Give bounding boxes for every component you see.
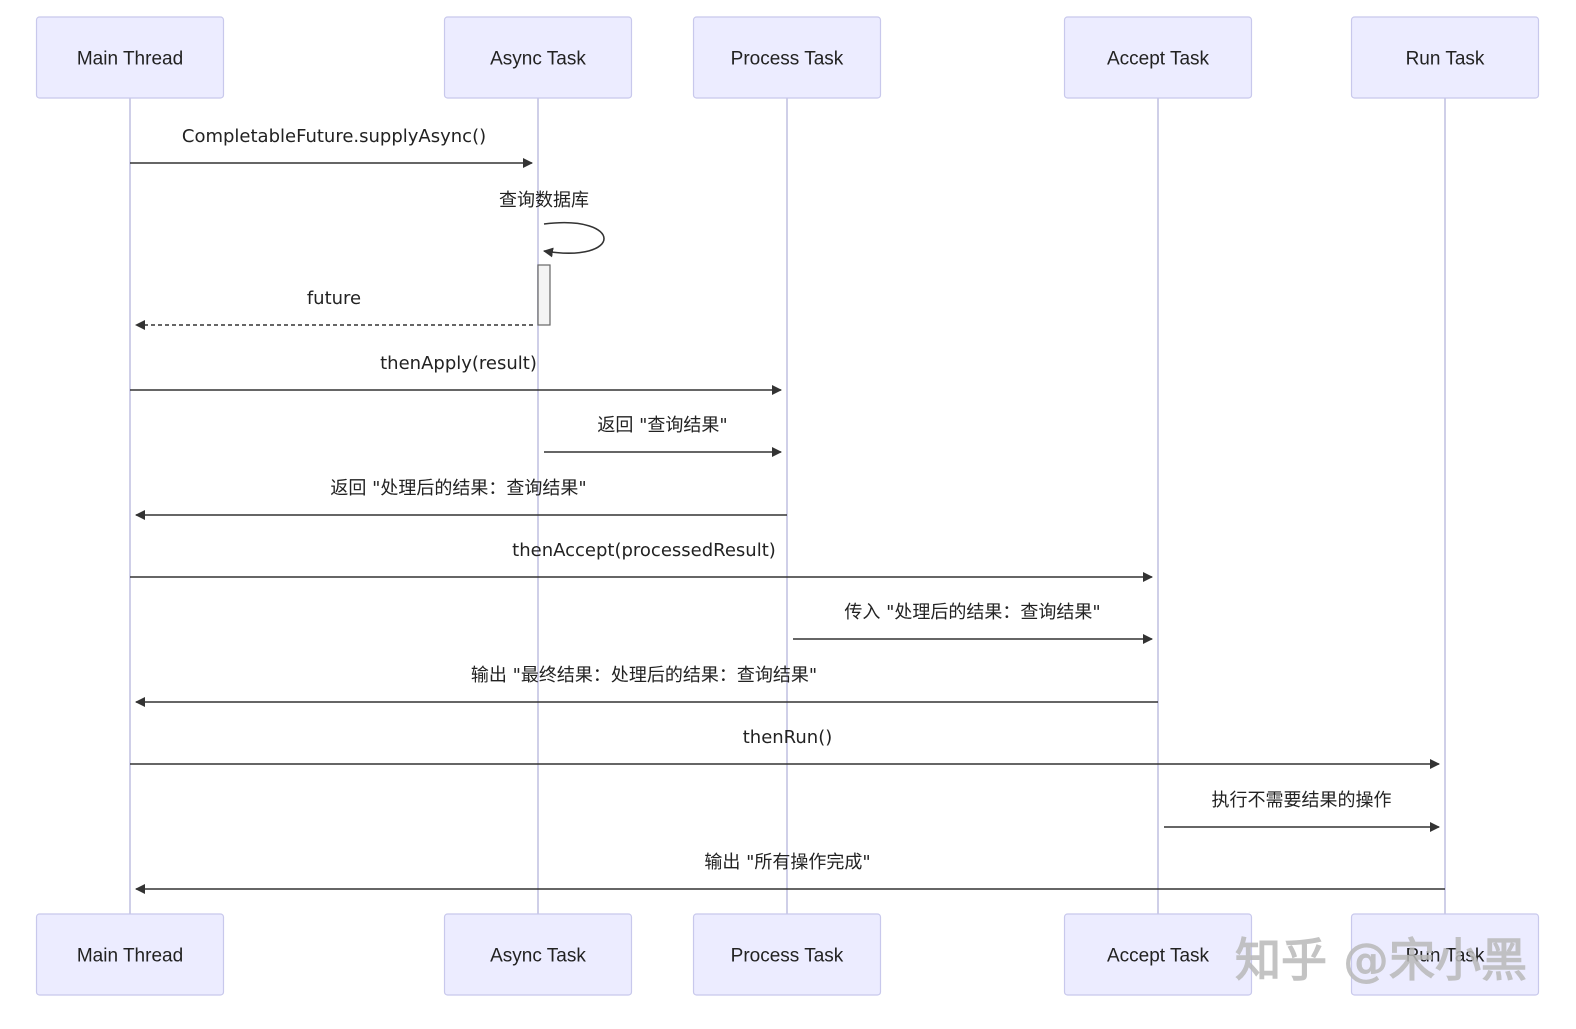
actor-run-bottom: Run Task <box>1350 913 1540 996</box>
message-11: 执行不需要结果的操作 <box>1164 790 1440 832</box>
message-8: 传入 "处理后的结果：查询结果" <box>793 602 1153 644</box>
actor-box <box>1350 913 1540 996</box>
message-label: 执行不需要结果的操作 <box>1212 790 1392 811</box>
message-7: thenAccept(processedResult) <box>130 540 1153 582</box>
message-label: 返回 "处理后的结果：查询结果" <box>330 478 586 499</box>
actor-label: Run Task <box>1406 49 1485 70</box>
watermark-text: 知乎 @宋小黑 <box>1235 933 1527 987</box>
actor-label: Main Thread <box>77 946 183 967</box>
message-label: 传入 "处理后的结果：查询结果" <box>844 602 1100 623</box>
actor-label: Main Thread <box>77 49 183 70</box>
message-label: CompletableFuture.supplyAsync() <box>182 126 486 147</box>
message-label: thenAccept(processedResult) <box>512 540 776 561</box>
actor-main-top: Main Thread <box>35 16 225 99</box>
actor-async-bottom: Async Task <box>443 913 633 996</box>
actor-label: Async Task <box>490 946 586 967</box>
actor-process-bottom: Process Task <box>692 913 882 996</box>
message-label: future <box>307 288 361 309</box>
actor-label: Accept Task <box>1107 49 1210 70</box>
actor-box <box>35 913 225 996</box>
message-12: 输出 "所有操作完成" <box>135 852 1445 894</box>
message-9: 输出 "最终结果：处理后的结果：查询结果" <box>135 665 1158 707</box>
actor-label: Accept Task <box>1107 946 1210 967</box>
actor-async-top: Async Task <box>443 16 633 99</box>
message-label: 输出 "所有操作完成" <box>704 852 870 873</box>
message-2: 查询数据库 <box>499 190 605 258</box>
message-label: 查询数据库 <box>499 190 589 211</box>
actor-box <box>443 16 633 99</box>
actor-accept-bottom: Accept Task <box>1063 913 1253 996</box>
message-10: thenRun() <box>130 727 1440 769</box>
message-label: 返回 "查询结果" <box>597 415 727 436</box>
message-6: 返回 "处理后的结果：查询结果" <box>135 478 787 520</box>
actor-box <box>35 16 225 99</box>
actor-process-top: Process Task <box>692 16 882 99</box>
actor-box <box>1350 16 1540 99</box>
message-label: thenRun() <box>743 727 833 748</box>
actor-label: Process Task <box>731 49 844 70</box>
actor-main-bottom: Main Thread <box>35 913 225 996</box>
message-1: CompletableFuture.supplyAsync() <box>130 126 533 168</box>
message-3: future <box>135 288 533 330</box>
actor-label: Process Task <box>731 946 844 967</box>
self-message-arrow <box>543 221 605 258</box>
activation-bar-async <box>537 264 551 326</box>
actor-run-top: Run Task <box>1350 16 1540 99</box>
actor-box <box>692 913 882 996</box>
message-label: thenApply(result) <box>380 353 537 374</box>
actor-accept-top: Accept Task <box>1063 16 1253 99</box>
message-5: 返回 "查询结果" <box>544 415 782 457</box>
message-label: 输出 "最终结果：处理后的结果：查询结果" <box>471 665 817 686</box>
message-4: thenApply(result) <box>130 353 782 395</box>
actor-box <box>1063 913 1253 996</box>
actor-box <box>443 913 633 996</box>
actor-label: Run Task <box>1406 946 1485 967</box>
actor-box <box>1063 16 1253 99</box>
actor-label: Async Task <box>490 49 586 70</box>
actor-box <box>692 16 882 99</box>
